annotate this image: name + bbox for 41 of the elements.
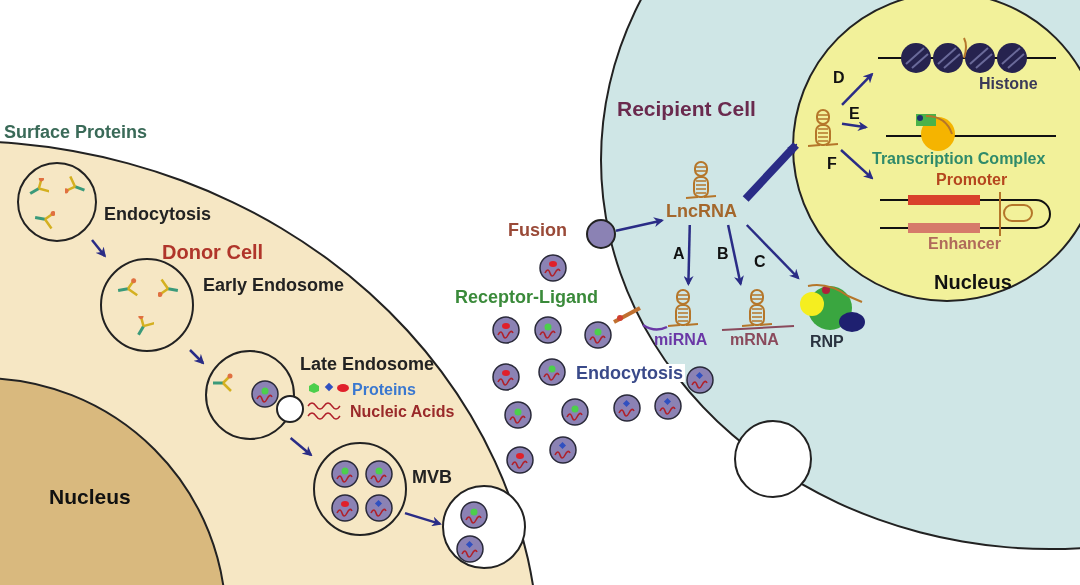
node-label: Enhancer [928,236,1001,252]
edge-label: C [753,254,767,270]
arrow [91,239,107,258]
edge-label: A [672,246,686,262]
structure-label: Late Endosome [300,355,435,373]
node-label: Nucleus [934,272,1012,292]
node-label: Histone [979,76,1038,92]
node-label: mRNA [730,332,779,348]
node-label: Recipient Cell [617,98,756,119]
arrow [841,121,868,132]
edge-label: F [826,156,838,172]
node-label: LncRNA [666,202,737,220]
nucleic-acids-label: Nucleic Acids [350,404,455,420]
node-label: Promoter [936,172,1008,188]
node-label: Transcription Complex [872,151,1046,167]
arrow [189,349,205,365]
edge-label: B [716,246,730,262]
proteins-label: Proteins [352,382,416,398]
arrow [841,72,874,106]
structure-label: Endocytosis [104,205,212,223]
edge-label: D [832,70,846,86]
edge-label: E [848,106,861,122]
surface-proteins-label: Surface Proteins [4,123,148,141]
arrow [742,142,799,202]
node-label: RNP [810,334,844,350]
structure-label: Fusion [508,221,567,239]
arrow [289,437,313,457]
arrow [745,224,800,280]
node-label: Nucleus [49,486,131,507]
arrow [404,511,442,527]
node-label: miRNA [654,332,708,348]
arrow [726,224,744,286]
node-label: Donor Cell [162,242,264,262]
structure-label: Early Endosome [203,276,345,294]
structure-label: MVB [412,468,452,486]
arrow [840,149,874,180]
endocytosis-label: Endocytosis [574,364,686,382]
receptor-ligand-label: Receptor-Ligand [455,288,598,306]
arrow [615,217,664,232]
arrow [683,224,694,286]
fusing-exosome [586,219,616,249]
